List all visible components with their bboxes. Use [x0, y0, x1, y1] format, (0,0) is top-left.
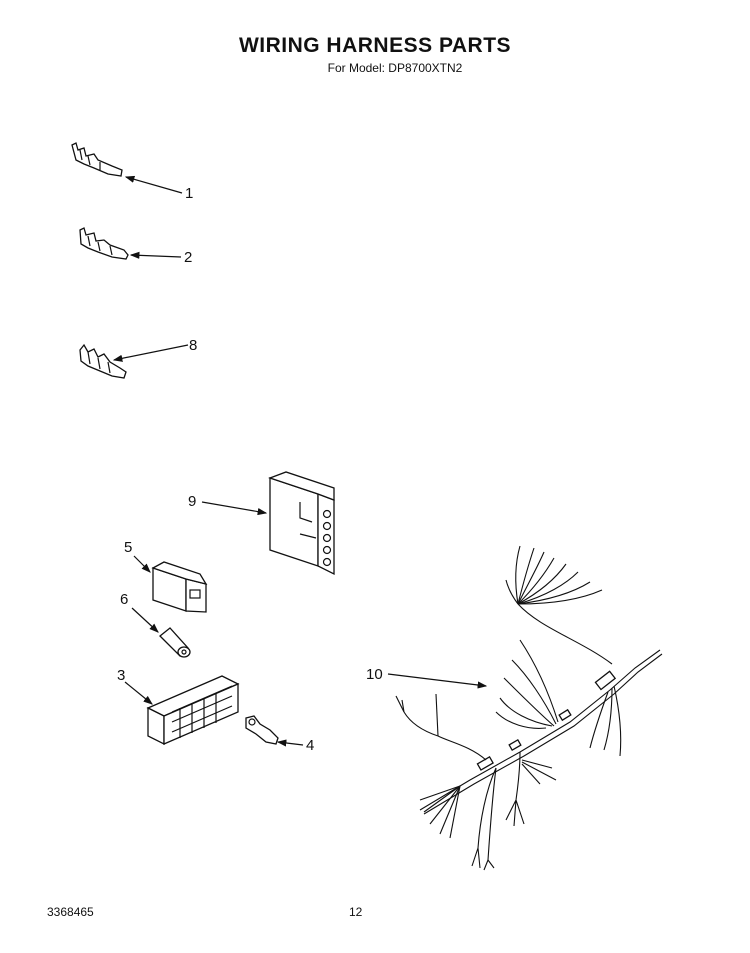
leader-line-5	[133, 555, 151, 573]
leader-line-1	[124, 175, 183, 194]
callout-8: 8	[189, 337, 197, 354]
document-number: 3368465	[47, 905, 94, 919]
callout-3: 3	[117, 667, 125, 684]
page-title: WIRING HARNESS PARTS	[238, 34, 512, 57]
terminal-part-8	[79, 343, 127, 379]
connector-part-5	[151, 561, 208, 613]
leader-line-8	[112, 344, 189, 362]
callout-9: 9	[188, 493, 196, 510]
callout-5: 5	[124, 539, 132, 556]
terminal-part-2	[79, 227, 129, 260]
callout-6: 6	[120, 591, 128, 608]
leader-line-9	[201, 501, 268, 516]
leader-line-10	[387, 673, 488, 689]
sleeve-part-6	[159, 627, 191, 658]
connector-part-3	[146, 675, 240, 746]
terminal-part-1	[71, 142, 123, 177]
connector-block-part-9	[268, 471, 335, 576]
callout-1: 1	[185, 185, 193, 202]
page-number: 12	[349, 905, 363, 919]
model-subtitle: For Model: DP8700XTN2	[0, 61, 750, 75]
callout-2: 2	[184, 249, 192, 266]
leader-line-4	[276, 739, 304, 747]
leader-line-6	[131, 607, 159, 633]
callout-4: 4	[306, 737, 314, 754]
model-subtitle-text: For Model: DP8700XTN2	[327, 61, 463, 75]
leader-line-3	[124, 681, 153, 705]
terminal-part-4	[245, 715, 279, 745]
callout-10: 10	[366, 666, 383, 683]
leader-line-2	[129, 251, 182, 259]
wiring-harness-part-10	[395, 545, 663, 871]
